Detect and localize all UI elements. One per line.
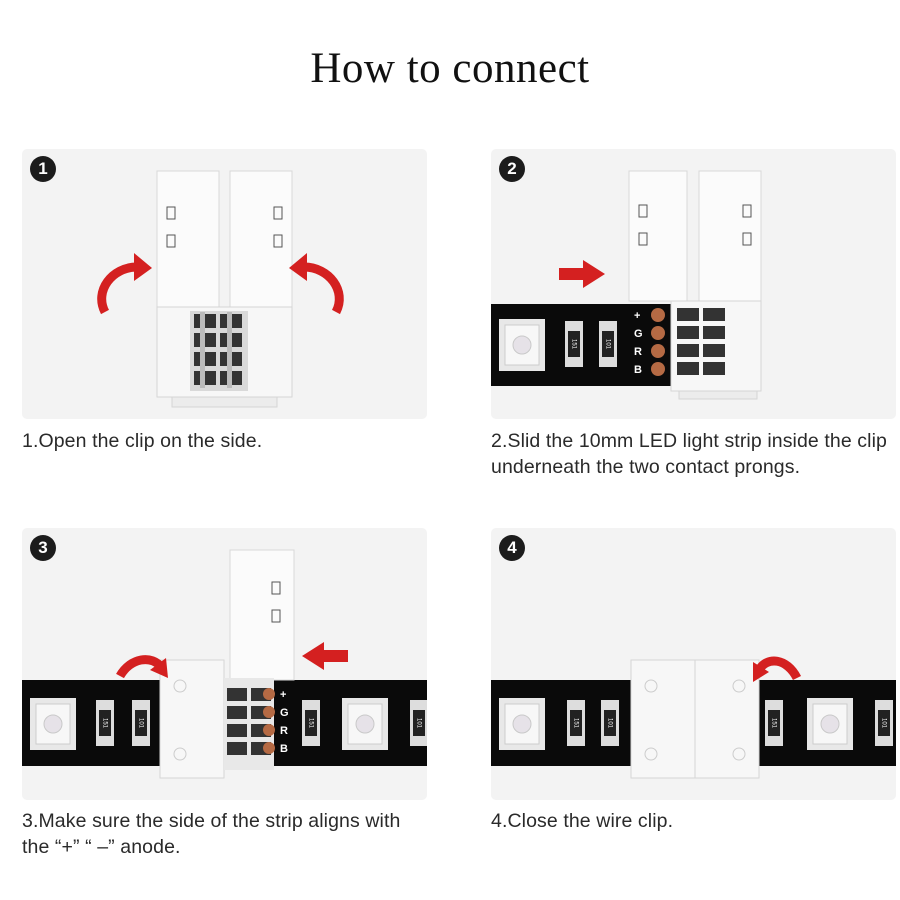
resistor-code: 151 xyxy=(572,718,578,729)
strip-label-g: G xyxy=(280,707,289,719)
clip-left-flap xyxy=(628,170,688,302)
step-2-panel: 151 101 + G R B xyxy=(491,149,896,419)
resistor: 151 xyxy=(302,700,320,746)
resistor: 101 xyxy=(599,321,617,367)
slide-left-arrow xyxy=(302,642,348,670)
step-number-badge: 4 xyxy=(499,535,525,561)
resistor-code: 151 xyxy=(101,718,107,729)
step-number-badge: 1 xyxy=(30,156,56,182)
resistor: 101 xyxy=(410,700,427,746)
resistor-code: 151 xyxy=(570,339,576,350)
rotate-right-arrow xyxy=(289,253,344,315)
resistor: 151 xyxy=(567,700,585,746)
step-number-badge: 2 xyxy=(499,156,525,182)
contact-prongs xyxy=(190,311,248,391)
clip-closed-left xyxy=(630,659,696,779)
resistor: 101 xyxy=(132,700,150,746)
resistor-code: 101 xyxy=(880,718,886,729)
strip-label-b: B xyxy=(634,364,642,376)
clip-base-lip xyxy=(171,396,278,408)
step-4-illustration: 151 101 151 101 xyxy=(491,656,896,779)
resistor: 151 xyxy=(96,700,114,746)
resistor-code: 151 xyxy=(770,718,776,729)
contact-prongs xyxy=(227,688,275,755)
clip-flap xyxy=(229,549,295,681)
clip-left-flap xyxy=(156,170,220,308)
clip-right-flap xyxy=(229,170,293,308)
step-2-caption: 2.Slid the 10mm LED light strip inside t… xyxy=(491,430,887,478)
strip-label-b: B xyxy=(280,743,288,755)
strip-label-g: G xyxy=(634,328,643,340)
step-4-panel: 151 101 151 101 4 xyxy=(491,528,896,800)
slide-right-arrow xyxy=(559,260,605,288)
strip-label-plus: + xyxy=(634,310,640,322)
resistor: 101 xyxy=(875,700,893,746)
led-chip xyxy=(499,698,545,750)
led-chip xyxy=(30,698,76,750)
clip-closed-right xyxy=(694,659,760,779)
resistor-code: 151 xyxy=(307,718,313,729)
resistor: 151 xyxy=(765,700,783,746)
clip-slot xyxy=(166,206,176,220)
resistor-code: 101 xyxy=(604,339,610,350)
resistor-code: 101 xyxy=(137,718,143,729)
step-1-panel: 1 xyxy=(22,149,427,419)
contact-prongs xyxy=(651,308,725,376)
step-3-caption: 3.Make sure the side of the strip aligns… xyxy=(22,810,401,858)
step-3-illustration: 151 101 + G R B 151 xyxy=(22,549,427,779)
rotate-close-arrow xyxy=(753,656,802,682)
clip-closed-half xyxy=(159,659,225,779)
step-4-caption: 4.Close the wire clip. xyxy=(491,810,674,832)
led-chip xyxy=(342,698,388,750)
step-2-illustration: 151 101 + G R B xyxy=(491,170,762,400)
rotate-left-arrow xyxy=(97,253,152,315)
clip-slot xyxy=(273,234,283,248)
page-title: How to connect xyxy=(310,45,590,92)
led-chip xyxy=(807,698,853,750)
led-chip xyxy=(499,319,545,371)
resistor: 101 xyxy=(601,700,619,746)
step-3-panel: 151 101 + G R B 151 xyxy=(22,528,427,800)
clip-slot xyxy=(273,206,283,220)
rotate-close-arrow xyxy=(116,655,168,679)
step-1-caption: 1.Open the clip on the side. xyxy=(22,430,263,452)
resistor-code: 101 xyxy=(415,718,421,729)
clip-right-flap xyxy=(698,170,762,302)
resistor-code: 101 xyxy=(606,718,612,729)
resistor: 151 xyxy=(565,321,583,367)
strip-label-r: R xyxy=(280,725,288,737)
clip-slot xyxy=(166,234,176,248)
step-1-illustration xyxy=(97,170,344,408)
strip-label-plus: + xyxy=(280,689,286,701)
strip-label-r: R xyxy=(634,346,642,358)
step-number-badge: 3 xyxy=(30,535,56,561)
